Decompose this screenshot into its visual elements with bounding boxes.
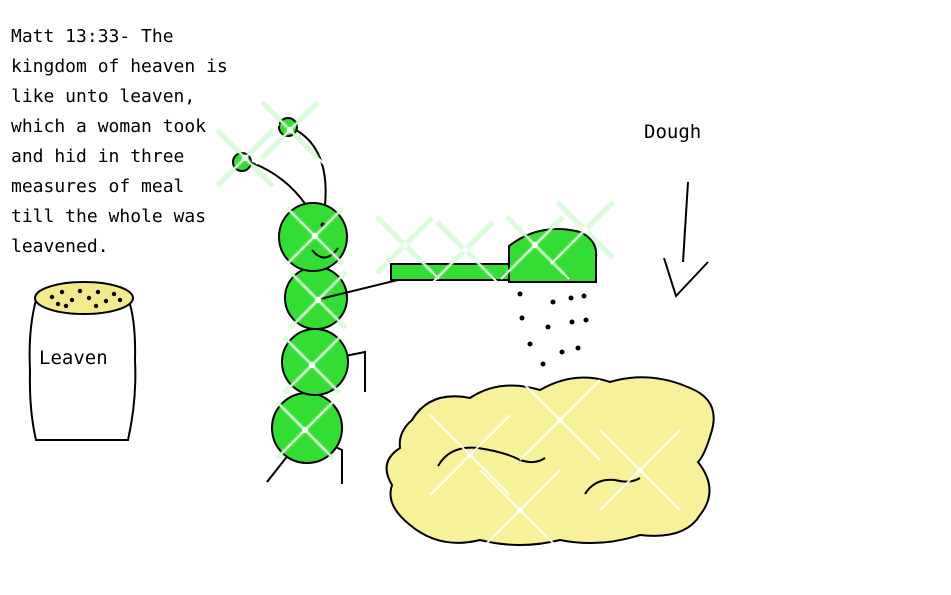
jar-opening xyxy=(34,281,134,315)
dough-lump xyxy=(385,376,715,546)
caterpillar-arm xyxy=(315,279,399,301)
dough-creases xyxy=(437,446,641,495)
dough-label: Dough xyxy=(644,121,702,143)
dough-body xyxy=(385,376,715,546)
falling-leaven xyxy=(517,291,589,391)
verse-line: kingdom of heaven is xyxy=(11,56,228,77)
verse-line: measures of meal xyxy=(11,176,185,197)
verse-line: like unto leaven, xyxy=(11,86,196,107)
antenna-right xyxy=(295,129,327,206)
dough-arrow xyxy=(663,181,709,298)
caterpillar-smile xyxy=(311,247,339,259)
verse-line: till the whole was xyxy=(11,206,207,227)
leaven-jar-label: Leaven xyxy=(39,347,108,369)
verse-line: leavened. xyxy=(11,236,109,257)
leaven-jar xyxy=(28,281,137,441)
verse-line: which a woman took xyxy=(11,116,207,137)
verse-line: Matt 13:33- The xyxy=(11,26,174,47)
antenna-left xyxy=(249,161,307,206)
jar-body xyxy=(28,296,137,441)
leaven-granules xyxy=(49,288,123,309)
scripture-verse: Matt 13:33- The kingdom of heaven is lik… xyxy=(11,22,241,262)
verse-line: and hid in three xyxy=(11,146,185,167)
